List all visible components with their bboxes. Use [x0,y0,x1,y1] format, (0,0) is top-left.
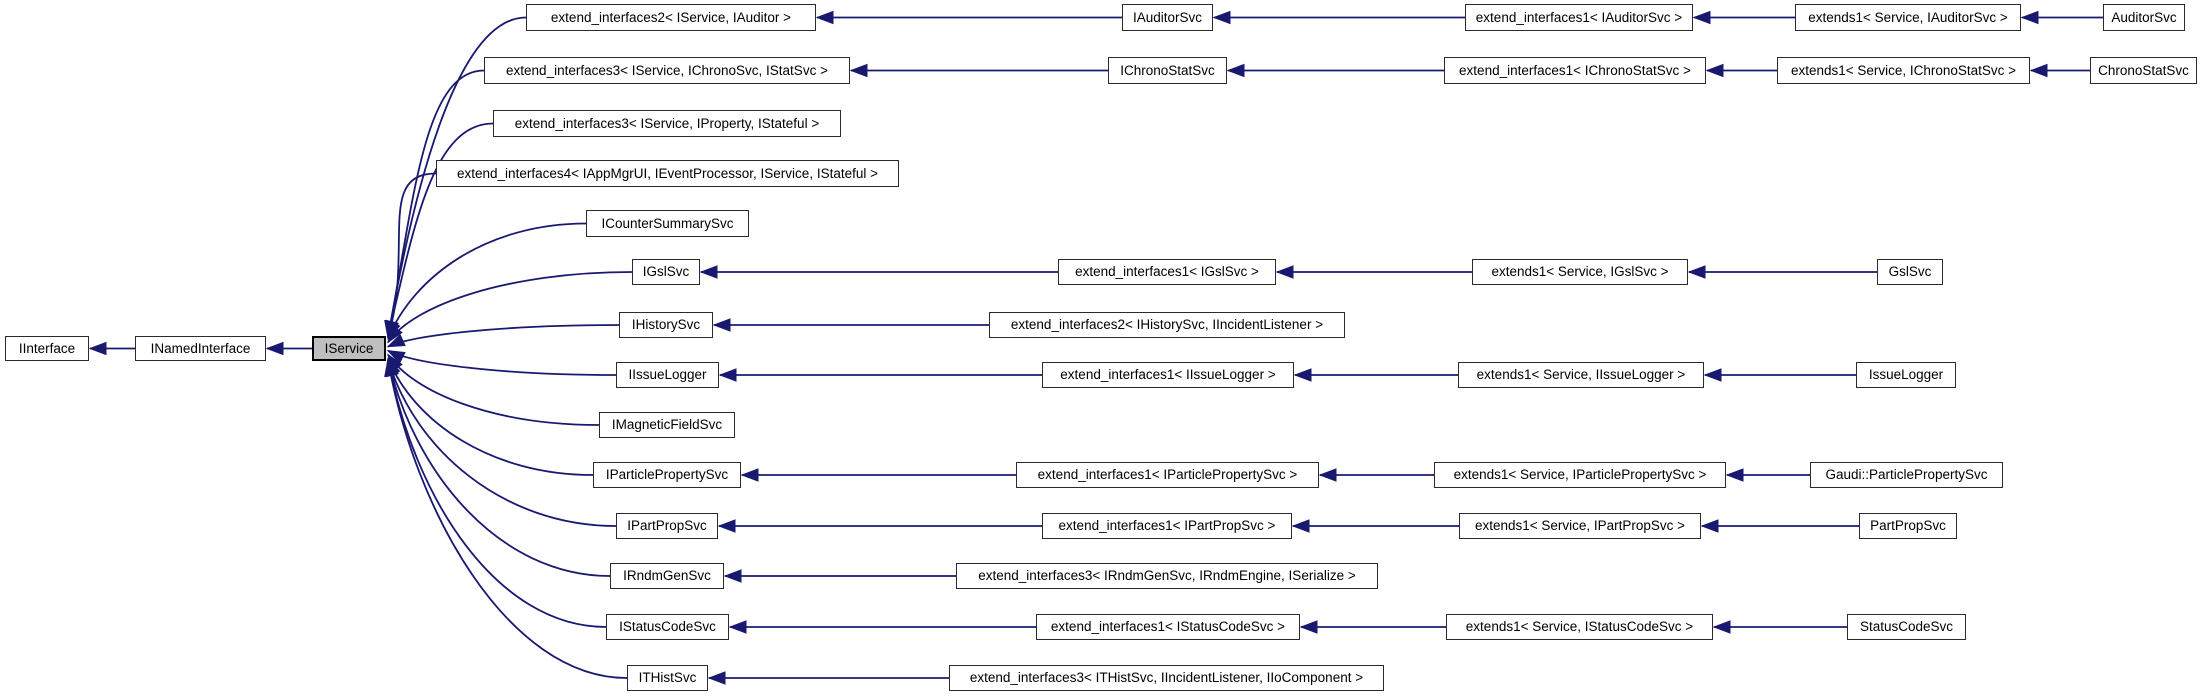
inheritance-edge-imagneticfieldsvc-to-iservice [387,353,600,426]
inheritance-edge-ei3_ichronostatsvc-to-iservice [384,69,485,339]
graph-node-e1_iissuelogger[interactable]: extends1< Service, IIssueLogger > [1458,362,1704,388]
graph-node-ei3_irndmgensvc[interactable]: extend_interfaces3< IRndmGenSvc, IRndmEn… [956,563,1378,589]
graph-node-ithistsvc[interactable]: ITHistSvc [627,665,708,691]
graph-node-ei2_ihistorysvc[interactable]: extend_interfaces2< IHistorySvc, IIncide… [989,312,1345,338]
inheritance-edge-ei4_iappmgrui-to-iservice [386,172,437,339]
graph-node-statuscodesvc[interactable]: StatusCodeSvc [1847,614,1966,640]
graph-node-ipartpropsvc[interactable]: IPartPropSvc [616,513,718,539]
graph-node-e1_ichronostatsvc[interactable]: extends1< Service, IChronoStatSvc > [1777,57,2030,84]
graph-node-ei2_iauditor[interactable]: extend_interfaces2< IService, IAuditor > [526,4,816,31]
graph-node-iparticlepropertysvc[interactable]: IParticlePropertySvc [593,462,741,488]
graph-node-ei3_iproperty[interactable]: extend_interfaces3< IService, IProperty,… [493,110,841,137]
inheritance-edge-ipartpropsvc-to-iservice [386,358,617,527]
graph-node-ei3_ichronostatsvc[interactable]: extend_interfaces3< IService, IChronoSvc… [484,57,850,84]
inheritance-edge-iissuelogger-to-iservice [386,349,617,376]
graph-node-imagneticfieldsvc[interactable]: IMagneticFieldSvc [599,412,735,438]
graph-node-chronostatsvc[interactable]: ChronoStatSvc [2090,57,2197,84]
graph-node-e1_ipartpropsvc[interactable]: extends1< Service, IPartPropSvc > [1459,513,1701,539]
graph-node-ei1_igslsvc[interactable]: extend_interfaces1< IGslSvc > [1058,259,1276,285]
graph-node-iissuelogger[interactable]: IIssueLogger [616,362,719,388]
graph-node-ichronostatsvc[interactable]: IChronoStatSvc [1108,57,1227,84]
inheritance-edge-ihistorysvc-to-iservice [386,324,620,348]
graph-node-iservice[interactable]: IService [312,336,386,361]
graph-node-e1_istatuscodesvc[interactable]: extends1< Service, IStatusCodeSvc > [1446,614,1713,640]
graph-node-ei1_iauditorsvc[interactable]: extend_interfaces1< IAuditorSvc > [1465,4,1693,31]
graph-node-inamedinterface[interactable]: INamedInterface [135,336,266,361]
inheritance-edge-ei3_iproperty-to-iservice [385,122,494,339]
inheritance-edge-iparticlepropertysvc-to-iservice [387,357,594,476]
graph-node-ihistorysvc[interactable]: IHistorySvc [619,312,713,338]
graph-node-ei3_ithistsvc[interactable]: extend_interfaces3< ITHistSvc, IIncident… [949,665,1384,691]
graph-node-ei1_iissuelogger[interactable]: extend_interfaces1< IIssueLogger > [1042,362,1294,388]
inheritance-edge-igslsvc-to-iservice [387,271,633,344]
graph-node-issuelogger[interactable]: IssueLogger [1856,362,1956,388]
graph-node-icountersummarysvc[interactable]: ICounterSummarySvc [586,210,749,237]
graph-node-ei1_ipartpropsvc[interactable]: extend_interfaces1< IPartPropSvc > [1042,513,1292,539]
graph-node-e1_iauditorsvc[interactable]: extends1< Service, IAuditorSvc > [1795,4,2021,31]
graph-node-ei1_ichronostatsvc[interactable]: extend_interfaces1< IChronoStatSvc > [1444,57,1706,84]
graph-node-iauditorsvc[interactable]: IAuditorSvc [1122,4,1213,31]
graph-node-e1_iparticlepropertysvc[interactable]: extends1< Service, IParticlePropertySvc … [1434,462,1726,488]
graph-node-irndmgensvc[interactable]: IRndmGenSvc [610,563,724,589]
graph-node-gaudi_particlepropertysvc[interactable]: Gaudi::ParticlePropertySvc [1810,462,2003,488]
inheritance-edge-icountersummarysvc-to-iservice [387,222,587,340]
graph-node-auditorsvc[interactable]: AuditorSvc [2103,4,2185,31]
inheritance-edge-ithistsvc-to-iservice [384,358,628,679]
graph-node-istatuscodesvc[interactable]: IStatusCodeSvc [606,614,729,640]
graph-node-e1_igslsvc[interactable]: extends1< Service, IGslSvc > [1472,259,1688,285]
graph-node-ei1_iparticlepropertysvc[interactable]: extend_interfaces1< IParticlePropertySvc… [1016,462,1319,488]
graph-node-ei1_istatuscodesvc[interactable]: extend_interfaces1< IStatusCodeSvc > [1036,614,1300,640]
graph-node-iinterface[interactable]: IInterface [5,336,89,361]
inheritance-edge-istatuscodesvc-to-iservice [384,358,607,628]
graph-node-ei4_iappmgrui[interactable]: extend_interfaces4< IAppMgrUI, IEventPro… [436,160,899,187]
graph-node-partpropsvc[interactable]: PartPropSvc [1859,513,1957,539]
graph-node-gslsvc[interactable]: GslSvc [1877,259,1943,285]
graph-node-igslsvc[interactable]: IGslSvc [632,259,700,285]
inheritance-edge-irndmgensvc-to-iservice [385,358,611,577]
